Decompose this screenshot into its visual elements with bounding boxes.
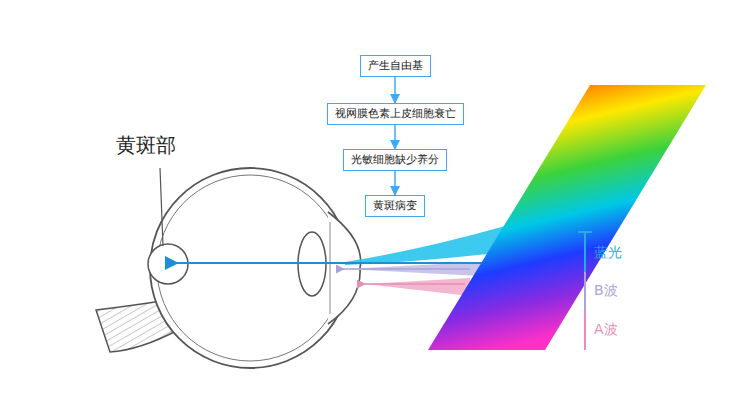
band-label: 蓝光 (594, 245, 622, 260)
process-box: 黄斑病变 (365, 195, 425, 217)
flow-arrow (394, 77, 396, 103)
flow-arrow (394, 171, 396, 195)
process-box: 产生自由基 (360, 55, 431, 77)
box-text: 视网膜色素上皮细胞衰亡 (335, 107, 456, 121)
box-text: 光敏细胞缺少养分 (351, 153, 439, 167)
box-text: 黄斑病变 (373, 199, 417, 213)
process-box: 光敏细胞缺少养分 (343, 149, 447, 171)
band-label: B波 (594, 283, 618, 298)
part-label: 黄斑部 (116, 134, 176, 156)
band-label: A波 (594, 322, 618, 337)
flow-arrow (394, 125, 396, 149)
box-text: 产生自由基 (368, 59, 423, 73)
process-box: 视网膜色素上皮细胞衰亡 (327, 103, 464, 125)
